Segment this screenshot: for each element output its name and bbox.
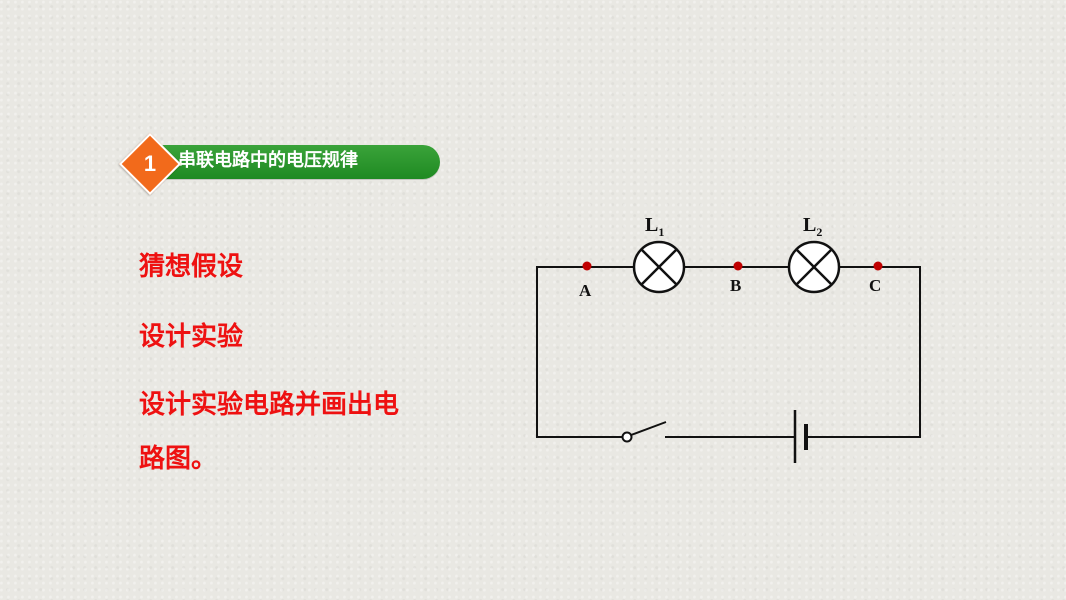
section-number: 1 [143, 151, 157, 176]
lamp-l2-cross-b [795, 248, 833, 286]
lamp-l1 [632, 240, 686, 294]
text-draw-circuit-line1: 设计实验电路并画出电 [139, 390, 400, 420]
node-b-label: B [730, 276, 741, 295]
node-c-label: C [869, 276, 881, 295]
text-hypothesis: 猜想假设 [139, 252, 244, 282]
text-draw-circuit-line2: 路图。 [139, 444, 218, 474]
lamp-l2-label: L2 [803, 214, 822, 239]
node-a-label: A [579, 281, 592, 300]
section-title: 串联电路中的电压规律 [178, 150, 358, 171]
switch-pivot [621, 431, 633, 443]
node-a-dot [582, 261, 592, 271]
switch-lever [630, 421, 667, 436]
node-c-dot [873, 261, 883, 271]
node-b-dot [733, 261, 743, 271]
lamp-l1-cross-b [640, 248, 678, 286]
lamp-l2 [787, 240, 841, 294]
lamp-l1-label: L1 [645, 214, 664, 239]
battery [793, 410, 808, 463]
section-banner: 串联电路中的电压规律 1 [118, 132, 444, 196]
switch [621, 421, 667, 443]
text-design-experiment: 设计实验 [139, 322, 244, 352]
section-title-bar [160, 145, 440, 179]
